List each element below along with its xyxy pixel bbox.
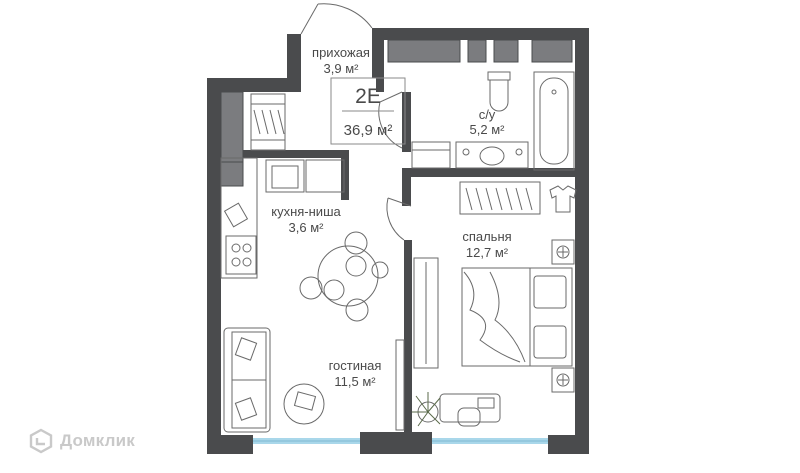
entrance-door [300,3,373,35]
kitchen-fixtures [220,157,345,279]
total-area: 36,9 м² [344,122,393,139]
hallway-name: прихожая [312,45,370,60]
watermark: Домклик [28,428,135,454]
hallway-area: 3,9 м² [324,61,360,76]
hallway-info-box [330,77,406,145]
bedroom-furniture [412,181,577,427]
apartment-code: 2E [355,85,381,108]
room-labels: 2E 36,9 м² прихожая 3,9 м² с/у 5,2 м² ку… [271,45,511,389]
watermark-text: Домклик [60,431,135,450]
bedroom-name: спальня [462,229,511,244]
domclick-logo-icon [28,428,54,454]
bathroom-name: с/у [479,107,496,122]
living-furniture [223,327,405,433]
wall-storage [387,39,573,63]
dining-set [299,231,389,322]
bathroom-door [378,91,403,149]
bedroom-area: 12,7 м² [466,245,509,260]
kitchen-door [386,197,412,241]
walls [207,28,589,454]
kitchen-area: 3,6 м² [289,220,325,235]
windows [253,438,548,444]
kitchen-name: кухня-ниша [271,204,341,219]
bathroom-fixtures [411,71,575,171]
bathroom-area: 5,2 м² [470,122,506,137]
living-name: гостиная [329,358,382,373]
living-area: 11,5 м² [334,374,376,389]
